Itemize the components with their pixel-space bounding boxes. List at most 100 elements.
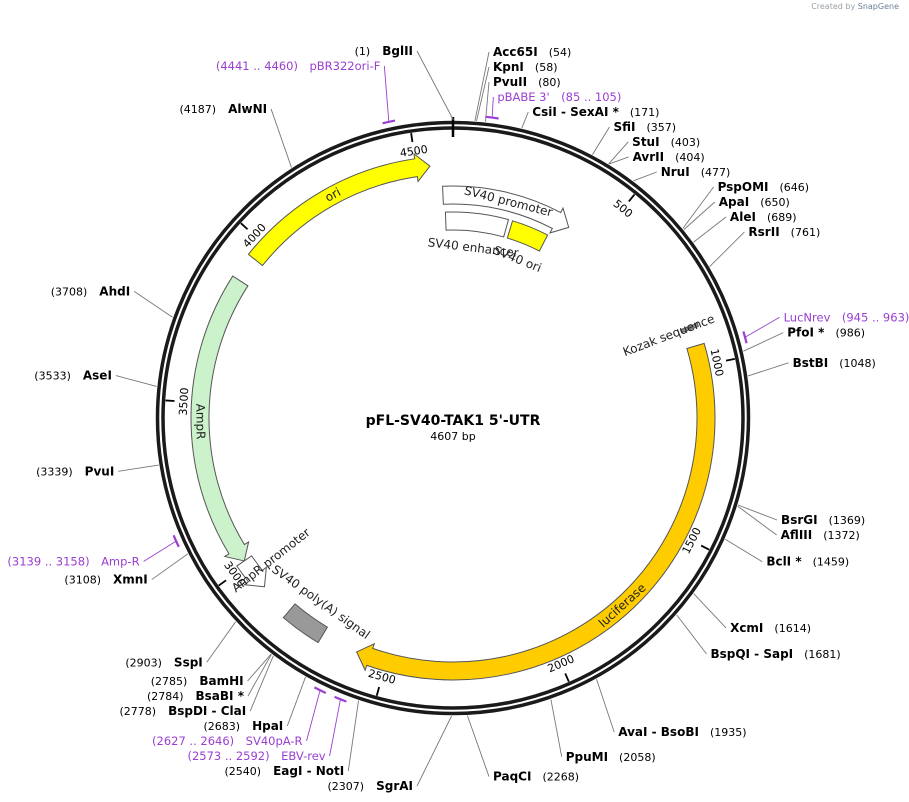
site-name: AlwNI <box>216 102 267 116</box>
site-leader-line <box>247 653 272 682</box>
feature-ori <box>247 152 431 267</box>
site-avrii: AvrII (404) <box>633 150 705 164</box>
site-name: SfiI <box>613 120 635 134</box>
tick-mark <box>410 132 414 143</box>
site-position: (1048) <box>828 357 876 370</box>
site-name: SgrAI <box>364 779 413 793</box>
primer-name: Amp-R <box>90 554 140 568</box>
site-leader-line <box>596 679 615 733</box>
tick-label: 3500 <box>177 387 192 416</box>
site-position: (2784) <box>147 690 184 703</box>
site-position: (54) <box>538 46 572 59</box>
site-name: BglII <box>370 44 413 58</box>
site-leader-line <box>550 699 563 757</box>
site-csii-sexai: CsiI - SexAI * (171) <box>532 105 659 119</box>
plasmid-size: 4607 bp <box>430 430 475 443</box>
site-position: (1369) <box>818 514 866 527</box>
site-paqci: PaqCI (2268) <box>493 770 579 784</box>
site-pvuii: PvuII (80) <box>493 75 561 89</box>
site-position: (1935) <box>699 726 747 739</box>
site-sgrai: (2307) SgrAI <box>328 779 413 793</box>
site-leader-line <box>693 216 727 243</box>
site-name: RsrII <box>748 225 779 239</box>
site-leader-line <box>476 66 490 122</box>
primer-name: pBABE 3' <box>497 90 549 104</box>
primer-pbr322ori-f: (4441 .. 4460) pBR322ori-F <box>216 59 381 73</box>
site-name: CsiI - SexAI * <box>532 105 619 119</box>
tick-mark <box>165 399 175 402</box>
site-leader-line <box>133 290 173 318</box>
site-position: (650) <box>749 196 790 209</box>
site-position: (80) <box>527 76 561 89</box>
site-leader-line <box>118 464 159 472</box>
site-position: (3108) <box>64 574 101 587</box>
site-position: (1372) <box>812 529 860 542</box>
site-position: (3708) <box>51 285 88 298</box>
site-name: AvrII <box>633 150 665 164</box>
primer-name: LucNrev <box>784 310 831 324</box>
site-position: (404) <box>664 151 705 164</box>
site-pspomi: PspOMI (646) <box>718 180 810 194</box>
site-leader-line <box>747 362 789 377</box>
credit-prefix: Created by <box>811 2 856 11</box>
site-leader-line <box>682 186 714 229</box>
site-leader-line <box>416 715 452 787</box>
primer-leader-line <box>383 65 390 122</box>
site-name: Acc65I <box>493 45 538 59</box>
site-ahdi: (3708) AhdI <box>51 284 130 298</box>
tick-label: 500 <box>611 197 635 220</box>
site-pfoi: PfoI * (986) <box>787 326 865 340</box>
site-position: (1681) <box>793 648 841 661</box>
site-name: NruI <box>661 165 690 179</box>
tick-label: 1000 <box>708 348 726 378</box>
tick-mark <box>375 686 380 696</box>
site-afliii: AflIII (1372) <box>781 528 860 542</box>
site-leader-line <box>474 51 490 121</box>
site-sspi: (2903) SspI <box>125 655 202 669</box>
site-leader-line <box>115 375 157 387</box>
primer-range: (3139 .. 3158) <box>7 554 89 568</box>
site-leader-line <box>247 654 272 697</box>
site-position: (1) <box>355 45 371 58</box>
site-name: SspI <box>162 655 203 669</box>
backbone-group <box>155 117 751 716</box>
site-leader-line <box>737 505 777 536</box>
site-position: (1614) <box>763 622 811 635</box>
site-leader-line <box>693 593 727 629</box>
site-bstbi: BstBI (1048) <box>793 356 876 370</box>
tick-mark <box>700 544 710 551</box>
primer-binding-mark <box>334 695 347 703</box>
site-name: XcmI <box>730 621 763 635</box>
feature-label-ampr: AmpR <box>193 403 207 439</box>
credit: Created by SnapGene <box>811 2 899 11</box>
primer-lucnrev: LucNrev (945 .. 963) <box>784 310 909 324</box>
site-stui: StuI (403) <box>632 135 700 149</box>
feature-ampr-promoter <box>236 555 267 588</box>
site-bglii: (1) BglII <box>355 44 413 58</box>
tick-mark <box>218 579 227 587</box>
site-name: AvaI - BsoBI <box>618 725 699 739</box>
site-eagi-noti: (2540) EagI - NotI <box>225 764 345 778</box>
site-ppumi: PpuMI (2058) <box>566 750 656 764</box>
site-leader-line <box>608 141 629 165</box>
site-acc65i: Acc65I (54) <box>493 45 571 59</box>
site-position: (2540) <box>225 765 262 778</box>
primer-amp-r: (3139 .. 3158) Amp-R <box>7 554 139 568</box>
site-leader-line <box>724 538 763 563</box>
feature-label-ori: ori <box>323 185 343 205</box>
site-name: BsaBI * <box>184 689 245 703</box>
site-leader-line <box>608 156 629 165</box>
snapgene-logo: SnapGene <box>857 2 899 11</box>
site-leader-line <box>683 201 716 230</box>
site-pvui: (3339) PvuI <box>36 464 114 478</box>
site-leader-line <box>709 231 745 267</box>
site-leader-line <box>151 553 189 580</box>
primer-binding-mark <box>382 119 396 125</box>
site-xcmi: XcmI (1614) <box>730 621 811 635</box>
primer-binding-mark <box>485 115 499 120</box>
site-position: (3533) <box>34 370 71 383</box>
feature-kozak <box>679 322 700 334</box>
site-leader-line <box>249 655 274 712</box>
